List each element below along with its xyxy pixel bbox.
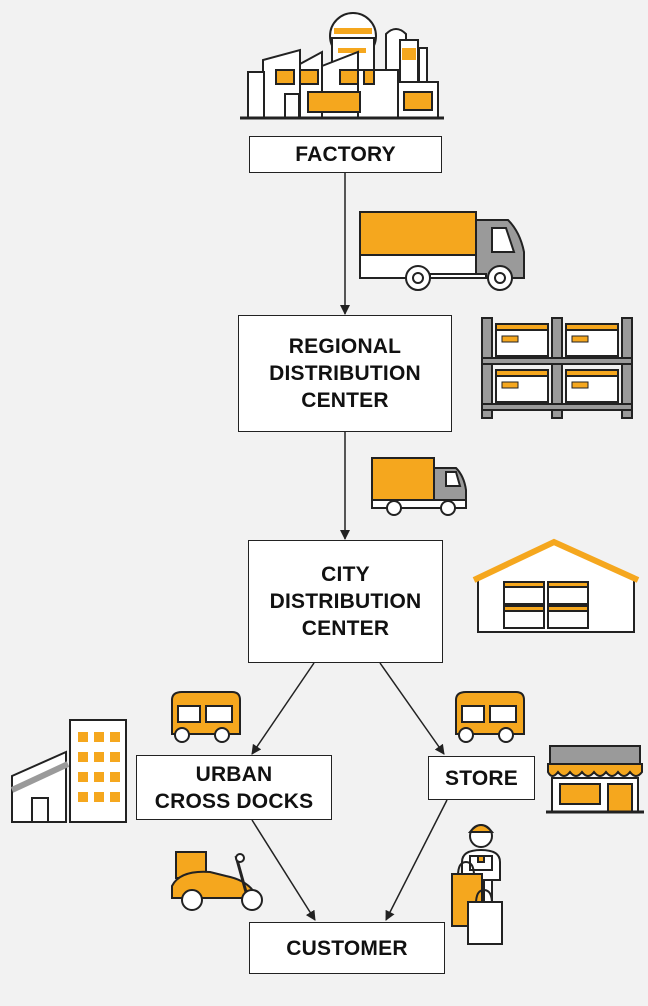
small-truck-icon <box>371 457 467 516</box>
warehouse-rack-icon <box>481 317 633 419</box>
node-regional-label: REGIONAL DISTRIBUTION CENTER <box>269 335 421 412</box>
node-urban-label: URBAN CROSS DOCKS <box>154 762 314 813</box>
storefront-icon <box>546 745 644 814</box>
node-customer-label: CUSTOMER <box>286 936 408 960</box>
building-icon <box>10 719 127 823</box>
node-factory: FACTORY <box>249 136 442 173</box>
node-store-label: STORE <box>445 766 518 790</box>
city-warehouse-icon <box>472 538 640 633</box>
arrow-city-to-urban <box>251 662 315 755</box>
node-store: STORE <box>428 756 535 800</box>
large-truck-icon <box>359 211 525 291</box>
connectors <box>251 172 448 921</box>
node-city-distribution-center: CITY DISTRIBUTION CENTER <box>248 540 443 663</box>
node-city-label: CITY DISTRIBUTION CENTER <box>269 563 422 640</box>
tuk-tuk-icon <box>455 691 525 743</box>
scooter-icon <box>171 851 263 911</box>
tuk-tuk-icon <box>171 691 241 743</box>
node-factory-label: FACTORY <box>295 143 396 166</box>
node-regional-distribution-center: REGIONAL DISTRIBUTION CENTER <box>238 315 452 432</box>
node-urban-cross-docks: URBAN CROSS DOCKS <box>136 755 332 820</box>
factory-icon <box>240 12 444 120</box>
shopping-bags-icon <box>451 860 503 945</box>
arrow-store-to-customer <box>385 799 448 921</box>
node-customer: CUSTOMER <box>249 922 445 974</box>
arrow-city-to-store <box>379 662 445 755</box>
arrow-urban-to-customer <box>251 819 316 921</box>
